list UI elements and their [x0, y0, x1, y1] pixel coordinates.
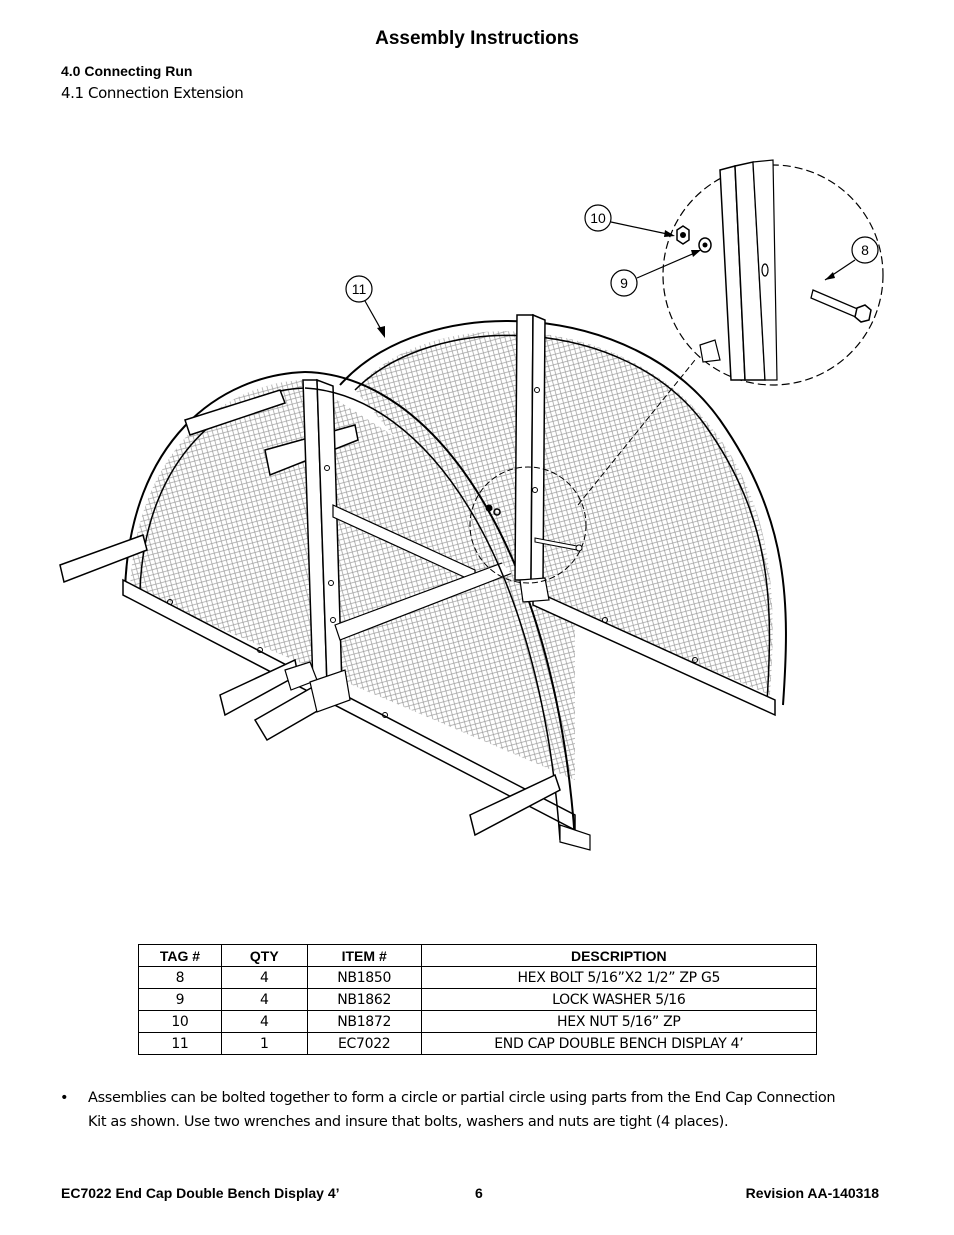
cell-item: NB1862 — [306, 988, 422, 1011]
header-tag: TAG # — [138, 944, 222, 967]
callout-11: 11 — [345, 275, 385, 338]
cell-tag: 8 — [138, 966, 222, 989]
subsection-heading: 4.1 Connection Extension — [61, 84, 244, 102]
connection-detail-marker — [469, 359, 696, 584]
cell-item: NB1872 — [306, 1010, 422, 1033]
header-item: ITEM # — [306, 944, 422, 967]
section-heading: 4.0 Connecting Run — [61, 63, 193, 79]
cell-qty: 4 — [220, 1010, 308, 1033]
assembly-note: • Assemblies can be bolted together to f… — [60, 1086, 850, 1134]
cell-description: HEX BOLT 5/16”X2 1/2” ZP G5 — [420, 966, 818, 989]
assembly-note-text: Assemblies can be bolted together to for… — [88, 1090, 836, 1130]
callout-10-label: 10 — [590, 210, 606, 226]
callout-10: 10 — [584, 204, 675, 237]
cell-item: NB1850 — [306, 966, 422, 989]
parts-table-header-row: TAG # QTY ITEM # DESCRIPTION — [138, 944, 818, 967]
cell-qty: 1 — [220, 1032, 308, 1055]
magnified-detail-view — [662, 159, 884, 386]
cell-qty: 4 — [220, 966, 308, 989]
footer-page-number: 6 — [475, 1185, 483, 1201]
parts-table: TAG # QTY ITEM # DESCRIPTION 8 4 NB1850 … — [138, 944, 818, 1055]
assembly-drawing: 8 9 10 11 — [59, 159, 884, 851]
cell-item: EC7022 — [306, 1032, 422, 1055]
footer-document-title: EC7022 End Cap Double Bench Display 4’ — [61, 1185, 340, 1201]
bullet-icon: • — [60, 1090, 69, 1106]
cell-description: HEX NUT 5/16” ZP — [420, 1010, 818, 1033]
callout-8-label: 8 — [861, 242, 869, 258]
cell-tag: 9 — [138, 988, 222, 1011]
callout-9: 9 — [610, 250, 701, 297]
table-row: 8 4 NB1850 HEX BOLT 5/16”X2 1/2” ZP G5 — [138, 966, 818, 989]
cell-tag: 10 — [138, 1010, 222, 1033]
footer-revision: Revision AA-140318 — [745, 1185, 879, 1201]
cell-tag: 11 — [138, 1032, 222, 1055]
callout-11-label: 11 — [352, 281, 367, 297]
right-end-cap-unit — [304, 313, 787, 851]
table-row: 10 4 NB1872 HEX NUT 5/16” ZP — [138, 1010, 818, 1033]
header-qty: QTY — [220, 944, 308, 967]
table-row: 9 4 NB1862 LOCK WASHER 5/16 — [138, 988, 818, 1011]
callout-8: 8 — [824, 236, 879, 281]
header-description: DESCRIPTION — [420, 944, 818, 967]
cell-description: LOCK WASHER 5/16 — [420, 988, 818, 1011]
page-title: Assembly Instructions — [375, 28, 579, 49]
cell-qty: 4 — [220, 988, 308, 1011]
table-row: 11 1 EC7022 END CAP DOUBLE BENCH DISPLAY… — [138, 1032, 818, 1055]
cell-description: END CAP DOUBLE BENCH DISPLAY 4’ — [420, 1032, 818, 1055]
callout-9-label: 9 — [620, 275, 628, 291]
